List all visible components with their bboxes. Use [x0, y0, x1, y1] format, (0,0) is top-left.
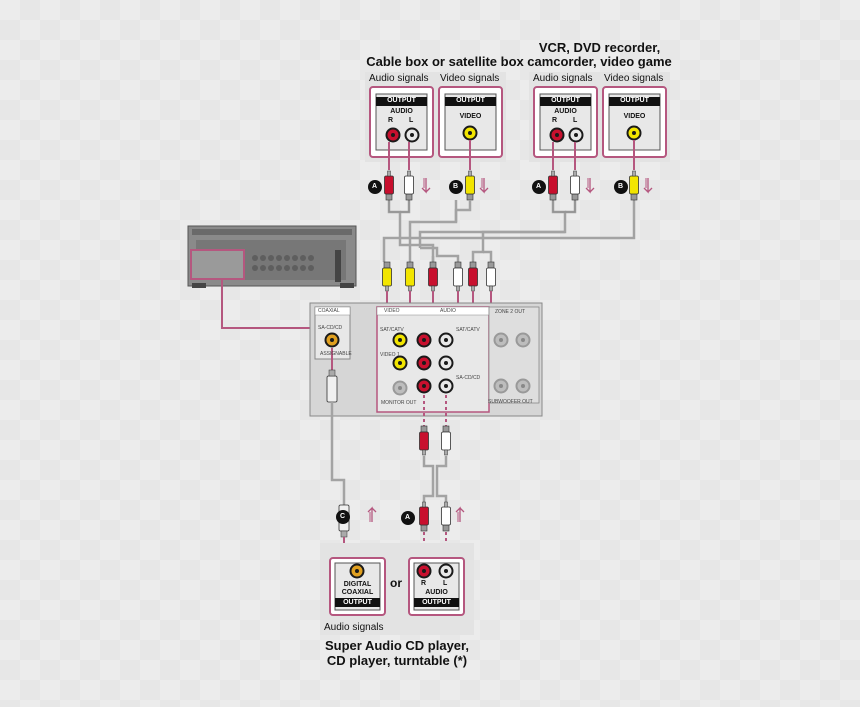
marker-a-cable-letter: A: [372, 183, 378, 190]
marker-c-coax-letter: C: [340, 513, 346, 520]
cable-box-title: Cable box or satellite box: [366, 54, 524, 69]
cable-box-r-label: R: [388, 117, 394, 124]
vcr-audio-r-jack: [549, 127, 565, 143]
video1-label: VIDEO 1: [380, 352, 400, 358]
cd-l-label: L: [443, 580, 448, 587]
marker-a-cd-letter: A: [405, 514, 411, 521]
subwoofer-jack-1: [493, 378, 509, 394]
vcr-l-label: L: [573, 117, 578, 124]
vcr-audio-l-jack: [568, 127, 584, 143]
cd-title-line2: CD player, turntable (*): [326, 653, 468, 668]
marker-a-cable: [368, 180, 382, 194]
marker-c-coax: [336, 510, 350, 524]
marker-a-vcr-letter: A: [536, 183, 542, 190]
video-sat-jack: [392, 332, 408, 348]
cable-box-audio-signals: Audio signals: [369, 73, 429, 84]
vcr-title-line2: camcorder, video game: [527, 54, 672, 69]
coaxial-label: COAXIAL: [318, 308, 340, 314]
cd-audio-output: OUTPUT: [422, 599, 451, 606]
coaxial-sacd-jack: [324, 332, 340, 348]
cd-digital-coaxial-jack: [349, 563, 365, 579]
audio-header: AUDIO: [440, 308, 456, 314]
vcr-title-line1: VCR, DVD recorder,: [538, 40, 661, 55]
top-pink-links: [388, 140, 635, 170]
zone2-r-jack: [493, 332, 509, 348]
cd-r-label: R: [421, 580, 427, 587]
vcr-audio-signals: Audio signals: [533, 73, 593, 84]
cd-audio-r-jack: [416, 563, 432, 579]
marker-a-vcr: [532, 180, 546, 194]
audio-video1-r-jack: [416, 355, 432, 371]
cd-digital-label-line1: DIGITAL: [343, 581, 372, 588]
cable-box-video-label: VIDEO: [459, 113, 482, 120]
audio-video1-l-jack: [438, 355, 454, 371]
cable-box-audio-output: OUTPUT: [387, 97, 416, 104]
marker-b-vcr: [614, 180, 628, 194]
vcr-r-label: R: [552, 117, 558, 124]
cable-box-audio-label: AUDIO: [390, 108, 413, 115]
video-header: VIDEO: [384, 308, 400, 314]
audio-sacd-r-jack: [416, 378, 432, 394]
audio-sacd-l-jack: [438, 378, 454, 394]
vcr-audio-label: AUDIO: [554, 108, 577, 115]
cd-audio-signals: Audio signals: [324, 622, 384, 633]
vcr-video-output: OUTPUT: [620, 97, 649, 104]
cable-box-audio-l-jack: [404, 127, 420, 143]
vcr-video-label: VIDEO: [623, 113, 646, 120]
audio-sat-catv-label: SAT/CATV: [456, 327, 480, 333]
cd-audio-label: AUDIO: [425, 589, 448, 596]
coaxial-assignable-label: ASSIGNABLE: [320, 351, 352, 357]
zone2-out-label: ZONE 2 OUT: [495, 309, 526, 315]
marker-b-cable-letter: B: [453, 183, 459, 190]
monitor-out-label: MONITOR OUT: [381, 400, 417, 406]
top-cables: [382, 200, 636, 262]
vcr-audio-output: OUTPUT: [551, 97, 580, 104]
marker-a-cd: [401, 511, 415, 525]
cable-box-audio-r-jack: [385, 127, 401, 143]
coaxial-sacd-label: SA-CD/CD: [318, 325, 343, 331]
subwoofer-out-label: SUBWOOFER OUT: [488, 399, 533, 405]
cd-digital-label-line2: COAXIAL: [341, 589, 374, 596]
cable-box-video-signals: Video signals: [440, 73, 500, 84]
audio-sat-l-jack: [438, 332, 454, 348]
audio-sacd-label: SA-CD/CD: [456, 375, 481, 381]
sat-catv-label: SAT/CATV: [380, 327, 404, 333]
bottom-dashed-links: [423, 395, 447, 568]
or-label: or: [390, 576, 402, 590]
vcr-video-jack: [626, 125, 642, 141]
cable-box-video-output: OUTPUT: [456, 97, 485, 104]
receiver-unit: [187, 225, 357, 288]
monitor-out-jack: [392, 380, 408, 396]
marker-b-vcr-letter: B: [618, 183, 624, 190]
cd-digital-output: OUTPUT: [343, 599, 372, 606]
cd-title-line1: Super Audio CD player,: [325, 638, 469, 653]
cable-box-video-jack: [462, 125, 478, 141]
subwoofer-jack-2: [515, 378, 531, 394]
marker-b-cable: [449, 180, 463, 194]
zoom-pointer: [221, 279, 316, 329]
zone2-l-jack: [515, 332, 531, 348]
zone2-section: [488, 306, 540, 404]
cable-box-l-label: L: [409, 117, 414, 124]
audio-sat-r-jack: [416, 332, 432, 348]
vcr-video-signals: Video signals: [604, 73, 664, 84]
cd-audio-l-jack: [438, 563, 454, 579]
